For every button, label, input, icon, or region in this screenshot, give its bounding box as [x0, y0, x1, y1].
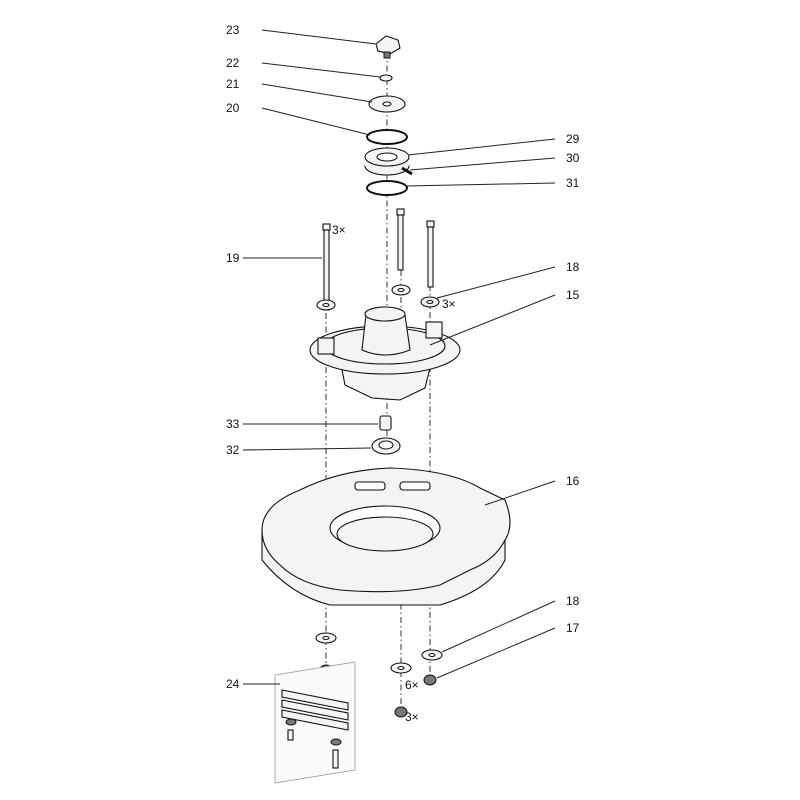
callout-33: 33	[226, 417, 240, 431]
callout-31: 31	[566, 176, 580, 190]
callout-24: 24	[226, 677, 240, 691]
qty-washers-18-top: 3×	[442, 297, 456, 311]
callout-18-top: 18	[566, 260, 580, 274]
callout-23: 23	[226, 23, 240, 37]
qty-washers-bottom: 6×	[405, 678, 419, 692]
part-22-washer	[379, 74, 393, 82]
part-32-washer	[371, 437, 401, 455]
part-20-o-ring	[366, 129, 408, 145]
part-29-bearing	[364, 147, 410, 176]
part-18-washers-bottom	[315, 632, 443, 674]
callout-19: 19	[226, 251, 240, 265]
callout-16: 16	[566, 474, 580, 488]
callout-32: 32	[226, 443, 240, 457]
part-24-weight-kit	[274, 661, 356, 784]
part-23-knob	[375, 35, 401, 59]
part-15-hub	[309, 306, 461, 401]
part-33-spacer	[379, 415, 392, 431]
callout-20: 20	[226, 101, 240, 115]
callout-22: 22	[226, 56, 240, 70]
callout-18-bottom: 18	[566, 594, 580, 608]
callout-29: 29	[566, 132, 580, 146]
part-18-washers-top	[316, 284, 440, 311]
callout-30: 30	[566, 151, 580, 165]
quantity-marks: 3× 3× 6× 3×	[332, 223, 456, 724]
callout-21: 21	[226, 77, 240, 91]
qty-nuts-bottom: 3×	[405, 710, 419, 724]
part-30-pin	[401, 166, 413, 176]
part-21-washer	[368, 95, 406, 113]
callouts: 23 22 21 20 29 30 31 19 18 15 33 32 16 1…	[226, 23, 580, 691]
leader-lines	[242, 29, 556, 685]
qty-bolts-19: 3×	[332, 223, 346, 237]
callout-17: 17	[566, 621, 580, 635]
part-16-base	[261, 467, 511, 606]
part-31-o-ring	[366, 180, 408, 196]
callout-15: 15	[566, 288, 580, 302]
part-19-bolts	[322, 208, 435, 311]
